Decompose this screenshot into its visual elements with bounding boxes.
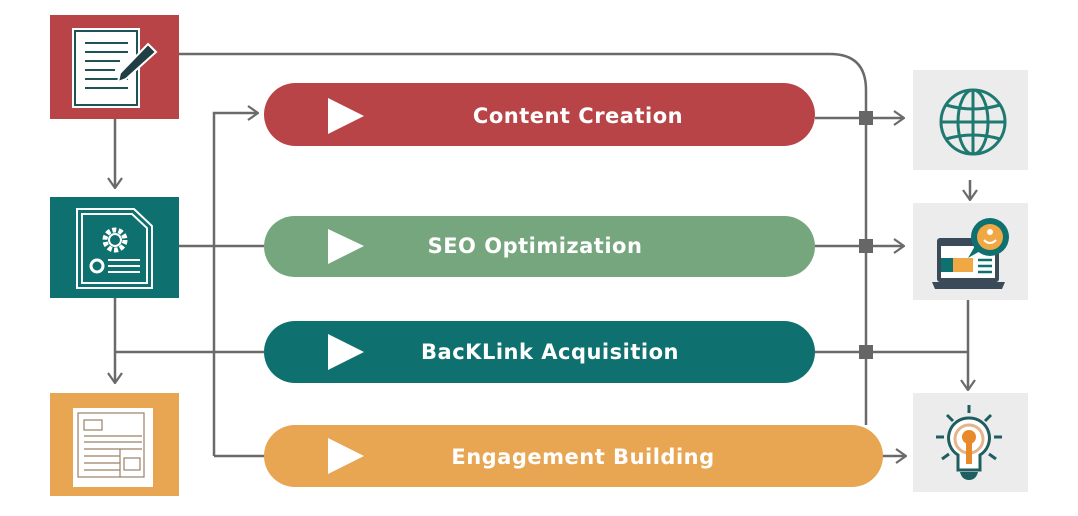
- play-icon: [328, 229, 364, 264]
- laptop-chat-icon: [932, 218, 1009, 289]
- stage-label: Engagement Building: [451, 445, 714, 469]
- stage-seo-optimization: SEO Optimization: [264, 216, 815, 277]
- stage-backlink-acquisition: BacKLink Acquisition: [264, 321, 815, 383]
- right-box-laptop: [913, 203, 1028, 300]
- stage-label: BacKLink Acquisition: [421, 340, 679, 364]
- connectors: [115, 52, 970, 456]
- left-box-layout: [50, 393, 179, 496]
- right-box-lightbulb: [913, 393, 1028, 492]
- play-icon: [328, 98, 364, 134]
- junction-node: [859, 111, 873, 125]
- junction-node: [859, 345, 873, 359]
- stage-content-creation: Content Creation: [264, 83, 815, 146]
- document-gear-icon: [76, 208, 153, 289]
- junction-node: [859, 239, 873, 253]
- document-pencil-icon: [72, 28, 158, 108]
- stage-engagement-building: Engagement Building: [264, 425, 883, 487]
- lightbulb-icon: [936, 405, 1002, 480]
- stage-label: SEO Optimization: [428, 234, 643, 258]
- stage-label: Content Creation: [473, 104, 683, 128]
- right-box-globe: [913, 70, 1028, 170]
- left-box-optimization: [50, 197, 179, 298]
- globe-icon: [939, 88, 1007, 156]
- layout-document-icon: [73, 408, 153, 487]
- play-icon: [328, 438, 364, 474]
- left-box-content: [50, 15, 179, 119]
- play-icon: [328, 334, 364, 370]
